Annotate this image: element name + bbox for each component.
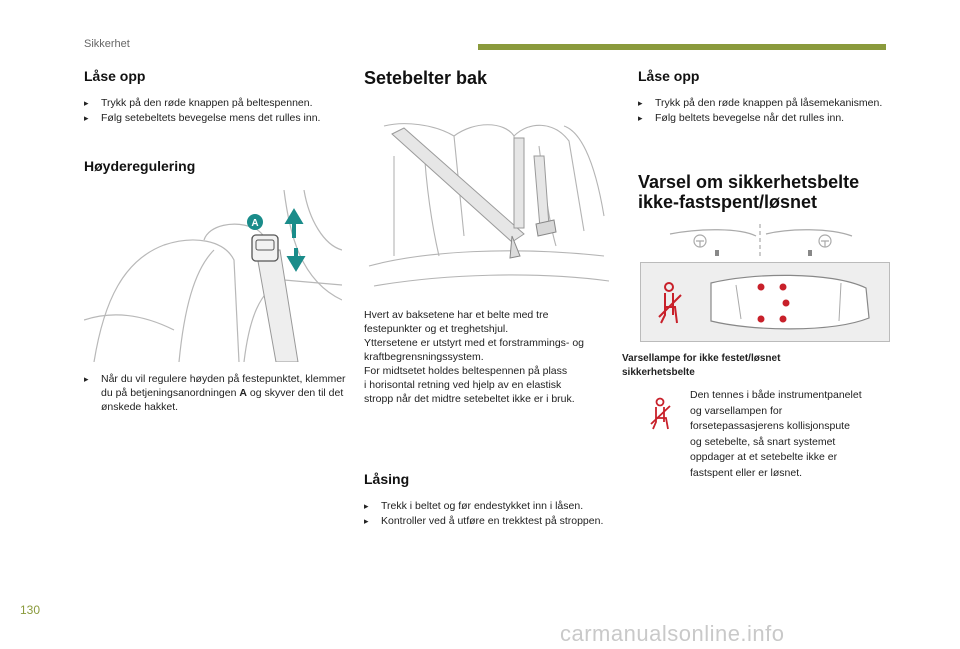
list-item: ▸Trekk i beltet og før endestykket inn i…: [364, 500, 584, 512]
belt-warning-panel: [640, 262, 890, 342]
unlock-heading-left: Låse opp: [84, 68, 146, 84]
rear-belts-heading: Setebelter bak: [364, 68, 488, 88]
label-a: A: [251, 218, 258, 229]
arrow-bullet-icon: ▸: [84, 374, 89, 384]
front-left-seat-dot: [757, 283, 765, 291]
arrow-bullet-icon: ▸: [638, 98, 643, 108]
car-top-view-icon: [710, 274, 870, 330]
height-adjust-heading: Høyderegulering: [84, 158, 196, 174]
rear-seat-drawing: [368, 123, 610, 287]
dashboard-strip: [660, 224, 860, 258]
arrow-bullet-icon: ▸: [84, 98, 89, 108]
unlock-heading-right: Låse opp: [638, 68, 700, 84]
list-item: ▸Trykk på den røde knappen på låsemekani…: [638, 97, 883, 109]
watermark: carmanualsonline.info: [560, 621, 785, 646]
arrow-bullet-icon: ▸: [84, 113, 89, 123]
list-item: ▸Trykk på den røde knappen på beltespenn…: [84, 97, 313, 109]
seatbelt-warning-icon: [648, 396, 676, 432]
rear-center-seat-dot: [782, 299, 790, 307]
arrow-bullet-icon: ▸: [364, 516, 369, 526]
warning-lamp-caption: Varsellampe for ikke festet/løsnet sikke…: [622, 353, 781, 378]
rear-left-seat-dot: [757, 315, 765, 323]
rear-seat-illustration: [364, 116, 612, 298]
seatbelt-warning-icon: [658, 282, 682, 324]
list-item: ▸Følg beltets bevegelse når det rulles i…: [638, 112, 845, 124]
height-adjust-list: ▸Når du vil regulere høyden på festepunk…: [84, 372, 346, 415]
arrow-bullet-icon: ▸: [364, 501, 369, 511]
page-number: 130: [20, 603, 41, 617]
locking-heading: Låsing: [364, 471, 410, 487]
list-item: ▸Følg setebeltets bevegelse mens det rul…: [84, 112, 321, 124]
section-accent-bar: [478, 44, 886, 50]
unlock-list-right: ▸Trykk på den røde knappen på låsemekani…: [638, 96, 886, 126]
belt-warning-heading: Varsel om sikkerhetsbelte ikke-fastspent…: [638, 172, 860, 212]
rear-belts-paragraph: Hvert av baksetene har et belte med tre …: [364, 309, 584, 405]
list-item: ▸Når du vil regulere høyden på festepunk…: [84, 373, 346, 413]
front-right-seat-dot: [779, 283, 787, 291]
locking-list: ▸Trekk i beltet og før endestykket inn i…: [364, 499, 622, 529]
warning-description: Den tennes i både instrumentpanelet og v…: [690, 389, 862, 479]
section-tag: Sikkerhet: [84, 38, 130, 50]
label-a-marker: [247, 214, 263, 230]
height-adjust-illustration: A: [84, 190, 342, 362]
belt-warning-drawing: [658, 274, 870, 330]
rear-right-seat-dot: [779, 315, 787, 323]
arrow-bullet-icon: ▸: [638, 113, 643, 123]
list-item: ▸Kontroller ved å utføre en trekktest på…: [364, 515, 604, 527]
unlock-list-left: ▸Trykk på den røde knappen på beltespenn…: [84, 96, 342, 126]
dashboard-drawing: [669, 224, 853, 258]
height-adjust-drawing: A: [84, 190, 342, 362]
